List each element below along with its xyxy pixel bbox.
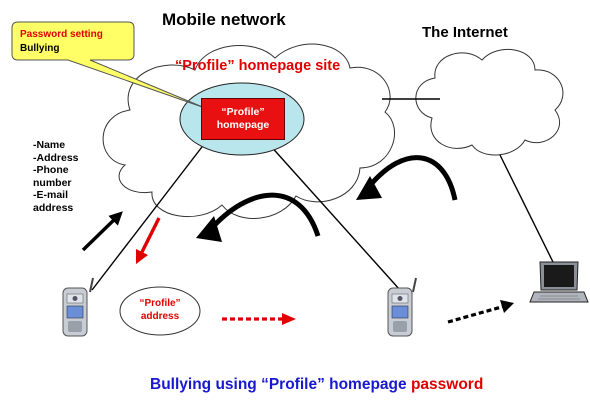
personal-info-list: -Name -Address -Phone number -E-mail add… <box>33 139 79 214</box>
dashed-black-arrow <box>447 304 506 324</box>
link-internet-to-pc <box>499 154 554 263</box>
internet-cloud <box>415 48 564 156</box>
info-item: -Phone <box>33 164 69 176</box>
link-site-to-phone-right <box>267 142 401 291</box>
dashed-red-arrow-head <box>282 313 296 325</box>
caption-emphasis-text: password <box>410 376 484 393</box>
profile-site-label: “Profile” homepage site <box>175 58 341 74</box>
mobile-network-title: Mobile network <box>162 10 286 29</box>
phone-right-icon <box>387 277 417 337</box>
profile-address-label: “Profile” address <box>122 298 198 323</box>
info-item: -Name <box>33 139 66 151</box>
info-item: number <box>33 176 72 189</box>
curved-arrow-right-head <box>356 176 382 200</box>
diagram-caption: Bullying using “Profile” homepage passwo… <box>150 376 483 394</box>
address-line2: address <box>140 310 180 322</box>
upload-arrow <box>81 211 123 252</box>
callout-line-password: Password setting <box>20 29 103 40</box>
profile-homepage-box: “Profile” homepage <box>201 98 285 140</box>
profile-box-line1: “Profile” <box>221 106 265 118</box>
curved-arrow-right <box>366 155 458 201</box>
curved-arrow-middle-head <box>196 216 222 242</box>
info-item: address <box>33 201 74 214</box>
download-red-arrow <box>135 217 161 265</box>
password-callout: Password setting Bullying <box>20 28 103 56</box>
curved-arrow-middle <box>208 192 321 237</box>
password-callout-shape <box>11 21 206 109</box>
profile-box-line2: homepage <box>216 119 270 131</box>
dashed-black-arrow-head <box>500 300 514 313</box>
internet-title: The Internet <box>422 24 508 41</box>
laptop-icon <box>529 261 589 303</box>
caption-main-text: Bullying using “Profile” homepage <box>150 376 407 393</box>
address-bubble <box>119 286 201 336</box>
info-item: -E-mail <box>33 189 69 201</box>
link-site-to-phone-left <box>91 142 206 291</box>
info-item: -Address <box>33 151 79 164</box>
address-line1: “Profile” <box>139 298 181 309</box>
phone-left-icon <box>62 277 94 337</box>
callout-line-bullying: Bullying <box>20 43 60 54</box>
